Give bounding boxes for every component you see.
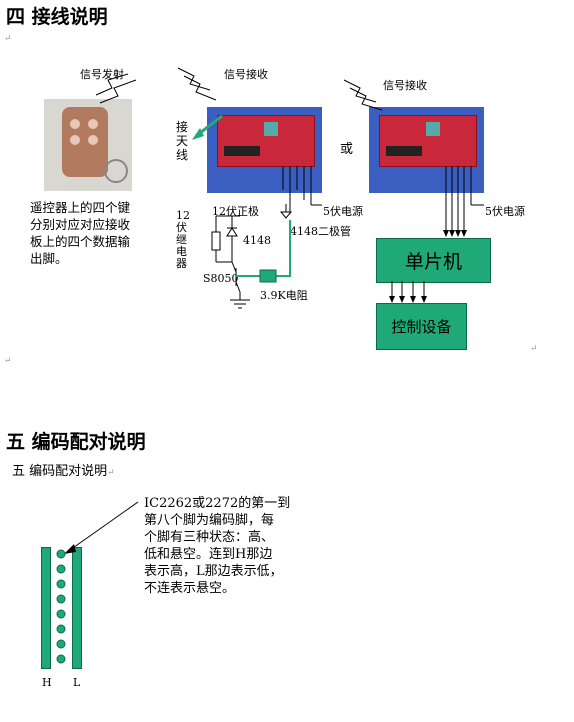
mcu-box: 单片机 — [376, 238, 491, 283]
relay-label: 12 伏 继 电 器 — [176, 209, 190, 270]
paragraph-mark: ↵ — [4, 34, 12, 44]
control-device-label: 控制设备 — [391, 318, 452, 336]
h-bar — [41, 547, 51, 669]
remote-photo — [44, 99, 132, 191]
resistor-icon — [259, 269, 277, 283]
encoding-description: IC2262或2272的第一到 第八个脚为编码脚，每 个脚有三种状态：高、 低和… — [144, 496, 291, 596]
v5-label-1: 5伏电源 — [323, 205, 363, 218]
ic-chip-icon — [224, 146, 260, 156]
mcu-label: 单片机 — [404, 251, 462, 273]
chip-icon — [264, 122, 278, 136]
signal-wave-icon — [95, 67, 383, 111]
resistor-label: 3.9K电阻 — [260, 289, 308, 302]
receiver-board-1 — [207, 107, 322, 193]
or-label: 或 — [340, 142, 354, 157]
remote-key-icon — [70, 135, 80, 145]
key-ring-icon — [104, 159, 128, 183]
signal-recv-label-2: 信号接收 — [383, 79, 427, 92]
ic-chip-icon — [386, 146, 422, 156]
signal-recv-label-1: 信号接收 — [224, 68, 268, 81]
receiver-pcb-1 — [217, 115, 315, 167]
chip-icon — [426, 122, 440, 136]
signal-send-label: 信号发射 — [80, 68, 124, 81]
receiver-board-2 — [369, 107, 484, 193]
antenna-label: 接 天 线 — [176, 120, 189, 162]
remote-key-icon — [88, 135, 98, 145]
encoding-pins — [56, 549, 66, 664]
l-label: L — [73, 676, 81, 689]
v12-positive-label: 12伏正极 — [212, 205, 259, 218]
remote-description: 遥控器上的四个键 分别对应对应接收 板上的四个数据输 出脚。 — [30, 200, 131, 266]
diode-4148-label: 4148 — [243, 234, 271, 247]
wiring-diagram — [95, 67, 484, 309]
transistor-icon — [230, 261, 250, 309]
section5-title: 五 编码配对说明 — [6, 431, 146, 453]
remote-key-icon — [88, 119, 98, 129]
transistor-label: S8050 — [203, 272, 239, 285]
paragraph-mark: ↵ — [4, 356, 12, 366]
paragraph-mark: ↵ — [530, 344, 538, 354]
v5-label-2: 5伏电源 — [485, 205, 525, 218]
control-device-box: 控制设备 — [376, 303, 467, 350]
section4-title: 四 接线说明 — [6, 6, 108, 28]
remote-key-icon — [70, 119, 80, 129]
receiver-pcb-2 — [379, 115, 477, 167]
l-bar — [72, 547, 82, 669]
section5-subtitle: 五 编码配对说明↵ — [12, 464, 115, 479]
h-label: H — [42, 676, 52, 689]
diode-4148-2-label: 4148二极管 — [290, 225, 351, 238]
remote-body — [62, 107, 108, 177]
encoding-diagram — [56, 501, 139, 664]
